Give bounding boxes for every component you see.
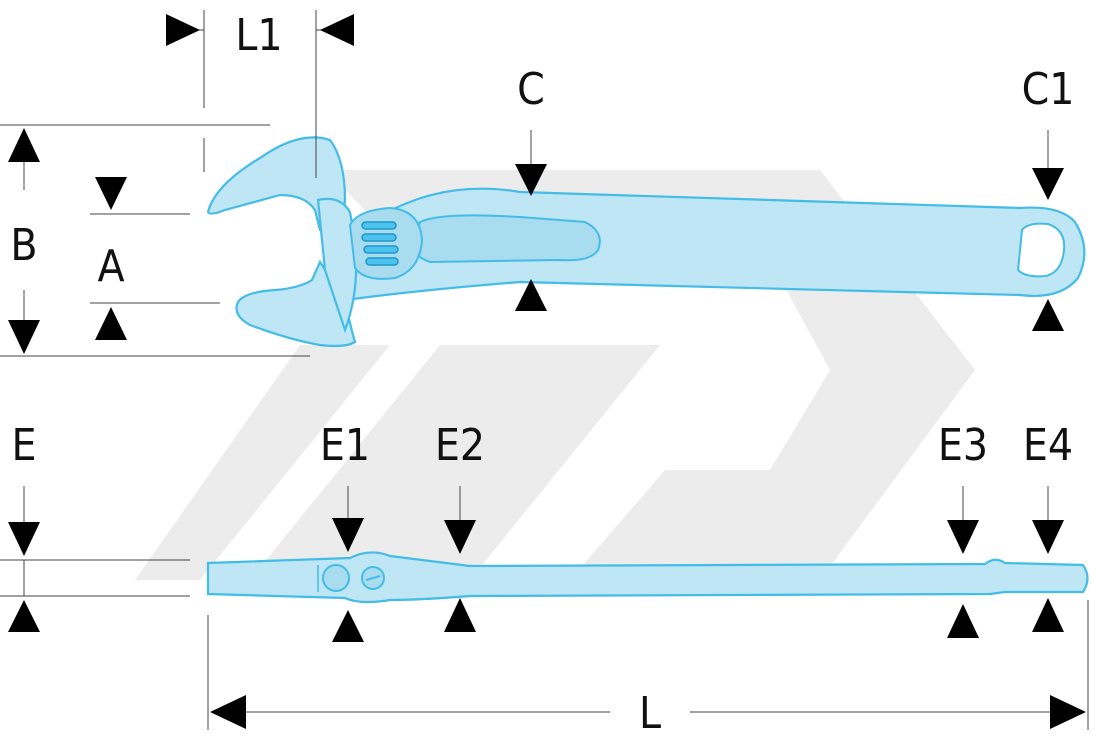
arrow-c-bottom [515, 279, 547, 311]
dimension-arrows [8, 14, 1086, 729]
label-e4: E4 [1023, 420, 1073, 471]
arrow-c1-bottom [1032, 299, 1064, 331]
arrow-l1-right [320, 14, 354, 46]
arrow-e1-bottom [332, 610, 364, 642]
label-e1: E1 [320, 420, 370, 471]
wrench-side-view [206, 551, 1089, 604]
arrow-a-top [95, 177, 127, 210]
arrow-a-bottom [95, 307, 127, 340]
label-c1: C1 [1022, 64, 1075, 115]
arrow-c-top [515, 164, 547, 196]
arrow-e3-top [947, 520, 979, 554]
arrow-e2-top [444, 520, 476, 554]
label-e2: E2 [435, 420, 485, 471]
label-l: L [639, 688, 661, 739]
dimension-lines [0, 10, 1089, 730]
arrow-b-bottom [8, 320, 40, 354]
wrench-top-view [206, 136, 1086, 348]
arrow-e4-top [1032, 520, 1064, 554]
arrow-e1-top [332, 518, 364, 552]
label-e: E [11, 420, 36, 471]
arrow-e-top [8, 522, 40, 556]
arrow-c1-top [1032, 168, 1064, 200]
arrow-e4-bottom [1032, 598, 1064, 632]
arrow-e2-bottom [444, 598, 476, 632]
arrow-l-right [1050, 695, 1086, 729]
arrow-e3-bottom [947, 604, 979, 638]
label-e3: E3 [938, 420, 988, 471]
label-l1: L1 [235, 10, 282, 61]
label-c: C [517, 64, 545, 115]
arrow-l1-left [166, 14, 200, 46]
arrow-l-left [210, 695, 246, 729]
arrow-b-top [8, 128, 40, 162]
label-a: A [97, 241, 124, 292]
dimension-labels: L1 C C1 B A E E1 E2 E3 E4 L [10, 10, 1074, 739]
label-b: B [10, 220, 37, 271]
arrow-e-bottom [8, 600, 40, 632]
